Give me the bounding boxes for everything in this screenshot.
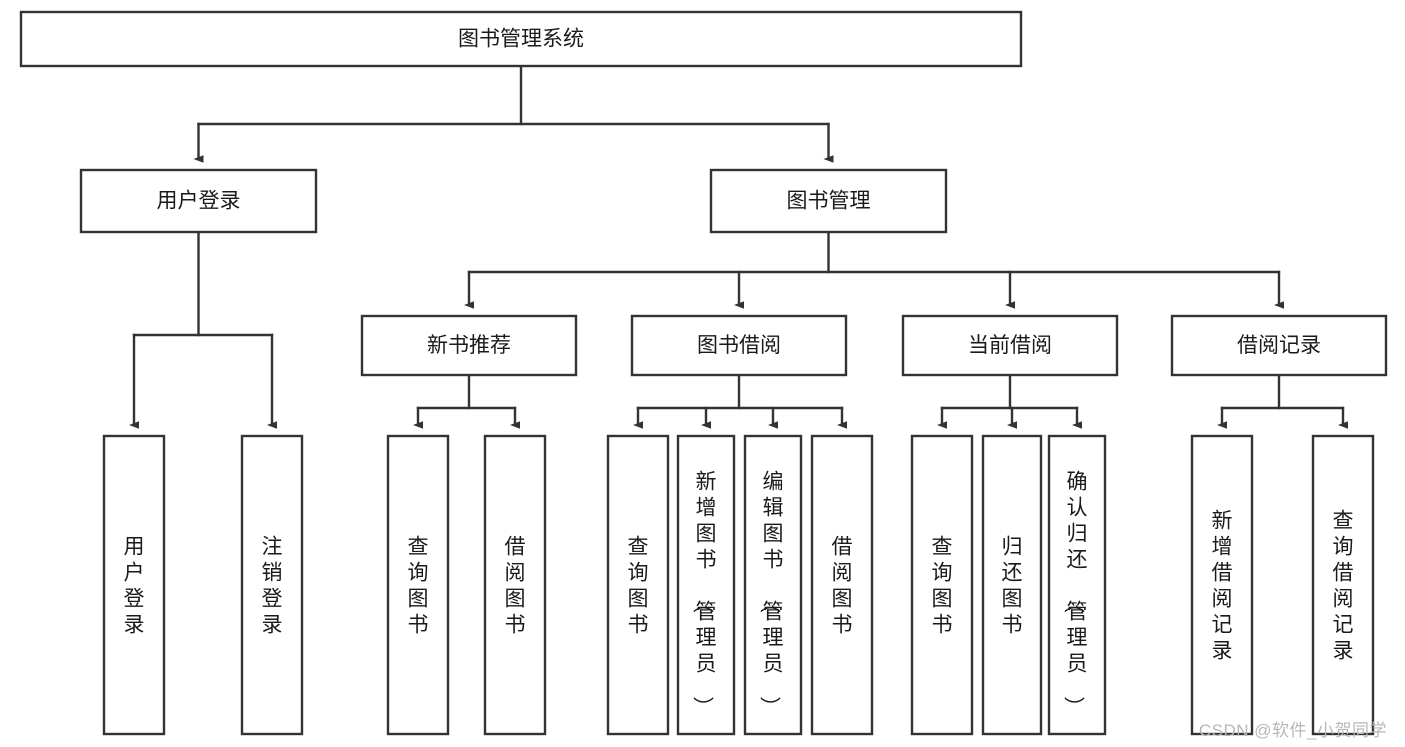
node-leaf-user-login[interactable]: 用户登录	[102, 434, 166, 736]
node-box[interactable]	[1311, 434, 1375, 736]
node-leaf-borrow-book-1[interactable]: 借阅图书	[483, 434, 547, 736]
node-leaf-edit-book[interactable]: 编辑图书（管理员）	[743, 434, 803, 736]
connector-group	[193, 64, 834, 163]
connector-group	[937, 373, 1083, 429]
node-label: 新增借阅记录	[1212, 509, 1233, 662]
node-box[interactable]	[810, 434, 874, 736]
node-leaf-return-book[interactable]: 归还图书	[981, 434, 1043, 736]
node-box[interactable]	[743, 434, 803, 736]
node-label: 借阅图书	[832, 535, 853, 636]
node-label: 新增图书（管理员）	[691, 470, 717, 717]
node-leaf-query-record[interactable]: 查询借阅记录	[1311, 434, 1375, 736]
connector-group	[464, 230, 1285, 309]
node-borrow-record[interactable]: 借阅记录	[1170, 314, 1388, 377]
connector-group	[413, 373, 521, 429]
node-box[interactable]	[1190, 434, 1254, 736]
node-box[interactable]	[709, 168, 948, 234]
node-label: 查询图书	[932, 535, 953, 636]
node-label: 查询图书	[408, 535, 429, 636]
node-box[interactable]	[79, 168, 318, 234]
node-box[interactable]	[910, 434, 974, 736]
node-box[interactable]	[483, 434, 547, 736]
node-new-book-rec[interactable]: 新书推荐	[360, 314, 578, 377]
node-label: 查询图书	[628, 535, 649, 636]
node-label: 新书推荐	[427, 334, 511, 357]
node-user-login[interactable]: 用户登录	[79, 168, 318, 234]
node-label: 查询借阅记录	[1333, 509, 1354, 662]
node-leaf-query-book-1[interactable]: 查询图书	[386, 434, 450, 736]
csdn-watermark: CSDN @软件_小贺同学	[1198, 721, 1387, 740]
node-box[interactable]	[1170, 314, 1388, 377]
node-box[interactable]	[630, 314, 848, 377]
node-label: 注销登录	[262, 535, 283, 636]
node-box[interactable]	[901, 314, 1119, 377]
node-leaf-add-book[interactable]: 新增图书（管理员）	[676, 434, 736, 736]
node-box[interactable]	[19, 10, 1023, 68]
node-label: 借阅图书	[505, 535, 526, 636]
node-label: 图书管理	[787, 190, 871, 213]
node-box[interactable]	[676, 434, 736, 736]
node-label: 借阅记录	[1237, 334, 1321, 357]
node-label: 图书管理系统	[458, 28, 584, 51]
node-box[interactable]	[606, 434, 670, 736]
node-label: 用户登录	[124, 535, 145, 636]
node-box[interactable]	[981, 434, 1043, 736]
connector-group	[129, 230, 278, 429]
node-layer: 图书管理系统用户登录图书管理新书推荐图书借阅当前借阅借阅记录用户登录注销登录查询…	[19, 10, 1388, 736]
node-box[interactable]	[102, 434, 166, 736]
node-leaf-query-book-3[interactable]: 查询图书	[910, 434, 974, 736]
node-box[interactable]	[1047, 434, 1107, 736]
node-leaf-borrow-book-2[interactable]: 借阅图书	[810, 434, 874, 736]
connector-group	[633, 373, 848, 429]
edge-layer	[129, 64, 1349, 429]
node-root[interactable]: 图书管理系统	[19, 10, 1023, 68]
node-label: 编辑图书（管理员）	[758, 470, 784, 717]
node-leaf-confirm-return[interactable]: 确认归还（管理员）	[1047, 434, 1107, 736]
node-leaf-logout[interactable]: 注销登录	[240, 434, 304, 736]
node-label: 当前借阅	[968, 334, 1052, 357]
node-box[interactable]	[386, 434, 450, 736]
node-box[interactable]	[240, 434, 304, 736]
node-book-manage[interactable]: 图书管理	[709, 168, 948, 234]
node-label: 用户登录	[157, 190, 241, 213]
node-label: 归还图书	[1002, 535, 1023, 636]
node-leaf-add-record[interactable]: 新增借阅记录	[1190, 434, 1254, 736]
connector-group	[1217, 373, 1349, 429]
node-label: 确认归还（管理员）	[1062, 470, 1088, 717]
node-label: 图书借阅	[697, 334, 781, 357]
node-leaf-query-book-2[interactable]: 查询图书	[606, 434, 670, 736]
node-current-borrow[interactable]: 当前借阅	[901, 314, 1119, 377]
node-box[interactable]	[360, 314, 578, 377]
node-book-borrow[interactable]: 图书借阅	[630, 314, 848, 377]
